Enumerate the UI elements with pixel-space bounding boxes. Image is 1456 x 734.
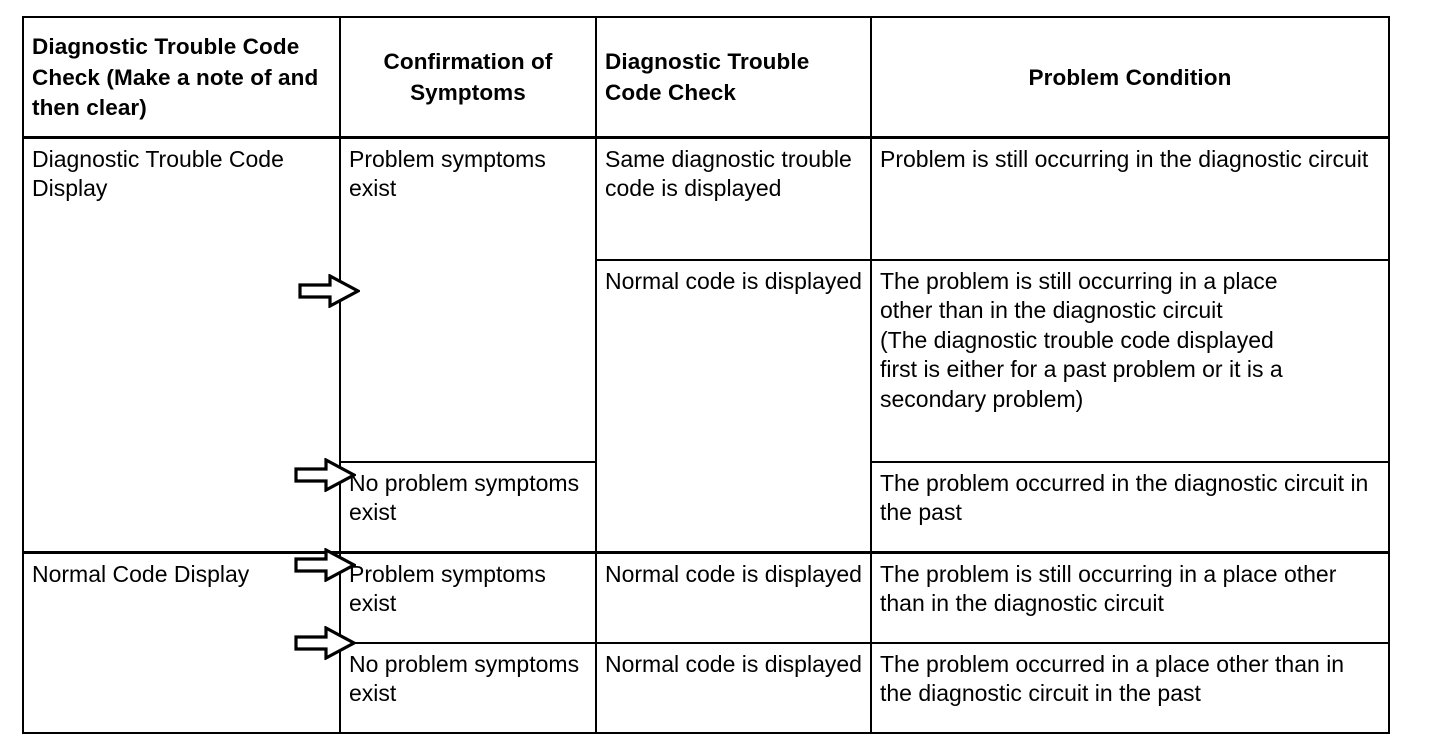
cell-condition-still-occurring-diagnostic: Problem is still occurring in the diagno… [870,136,1390,261]
cell-text-condition-3: The problem occurred in the diagnostic c… [880,470,1369,526]
table-row: Normal Code Display Problem symptoms exi… [22,551,1390,734]
cell-normal-code-displayed-a: Normal code is displayed [595,259,872,554]
cell-normal-code-displayed-c: Normal code is displayed [595,642,872,734]
cell-text-normal-code-displayed-b: Normal code is displayed [605,561,862,587]
cell-condition-other-place-secondary: The problem is still occurring in a plac… [870,259,1390,463]
table-header: Diagnostic Trouble Code Check (Make a no… [22,16,1390,139]
cell-text-condition-1: Problem is still occurring in the diagno… [880,146,1369,172]
cell-text-problem-symptoms-exist: Problem symptoms exist [349,146,546,202]
cell-text-condition-4: The problem is still occurring in a plac… [880,561,1337,617]
cell-same-dtc-displayed: Same diagnostic trouble code is displaye… [595,136,872,261]
table-row: Diagnostic Trouble Code Display Problem … [22,136,1390,554]
column-header-confirmation-of-symptoms: Confirmation of Symptoms [339,16,597,139]
cell-text-condition-2-line-3: (The diagnostic trouble code displayed [880,326,1274,353]
cell-text-condition-5: The problem occurred in a place other th… [880,651,1345,707]
table-header-row: Diagnostic Trouble Code Check (Make a no… [22,16,1390,139]
column-header-dtc-check-initial: Diagnostic Trouble Code Check (Make a no… [22,16,341,139]
table-body: Diagnostic Trouble Code Display Problem … [22,136,1390,734]
cell-text-normal-code-displayed-a: Normal code is displayed [605,268,862,294]
cell-text-condition-2-line-2: other than in the diagnostic circuit [880,297,1223,324]
cell-condition-occurred-other-place-past: The problem occurred in a place other th… [870,642,1390,734]
cell-no-problem-symptoms-exist-b: No problem symptoms exist [339,642,597,734]
cell-dtc-display-group: Diagnostic Trouble Code Display [22,136,341,554]
cell-text-same-dtc-displayed: Same diagnostic trouble code is displaye… [605,146,852,202]
cell-text-condition-2-line-4: first is either for a past problem or it… [880,356,1283,383]
cell-normal-code-displayed-b: Normal code is displayed [595,551,872,644]
cell-condition-still-occurring-other-place: The problem is still occurring in a plac… [870,551,1390,644]
cell-no-problem-symptoms-exist-a: No problem symptoms exist [339,461,597,554]
cell-text-no-problem-symptoms-a: No problem symptoms exist [349,470,580,526]
cell-condition-occurred-diagnostic-past: The problem occurred in the diagnostic c… [870,461,1390,554]
cell-problem-symptoms-exist: Problem symptoms exist [339,136,597,463]
cell-text-dtc-display: Diagnostic Trouble Code Display [32,146,284,202]
cell-problem-symptoms-exist-b: Problem symptoms exist [339,551,597,644]
cell-text-condition-2-line-1: The problem is still occurring in a plac… [880,268,1278,294]
table-row: Normal code is displayed The problem is … [23,259,1390,554]
diagnostic-trouble-code-table: Diagnostic Trouble Code Check (Make a no… [22,16,1390,734]
cell-text-condition-2-line-5: secondary problem) [880,385,1084,412]
page: Diagnostic Trouble Code Check (Make a no… [22,16,1390,734]
cell-normal-code-display-group: Normal Code Display [22,551,341,734]
cell-text-no-problem-symptoms-b: No problem symptoms exist [349,651,580,707]
cell-text-normal-code-displayed-c: Normal code is displayed [605,651,862,677]
column-header-problem-condition: Problem Condition [870,16,1390,139]
cell-text-problem-symptoms-exist-b: Problem symptoms exist [349,561,546,617]
table-row: No problem symptoms exist The problem oc… [23,461,1390,554]
column-header-dtc-check: Diagnostic Trouble Code Check [595,16,872,139]
cell-text-normal-code-display: Normal Code Display [32,561,250,587]
